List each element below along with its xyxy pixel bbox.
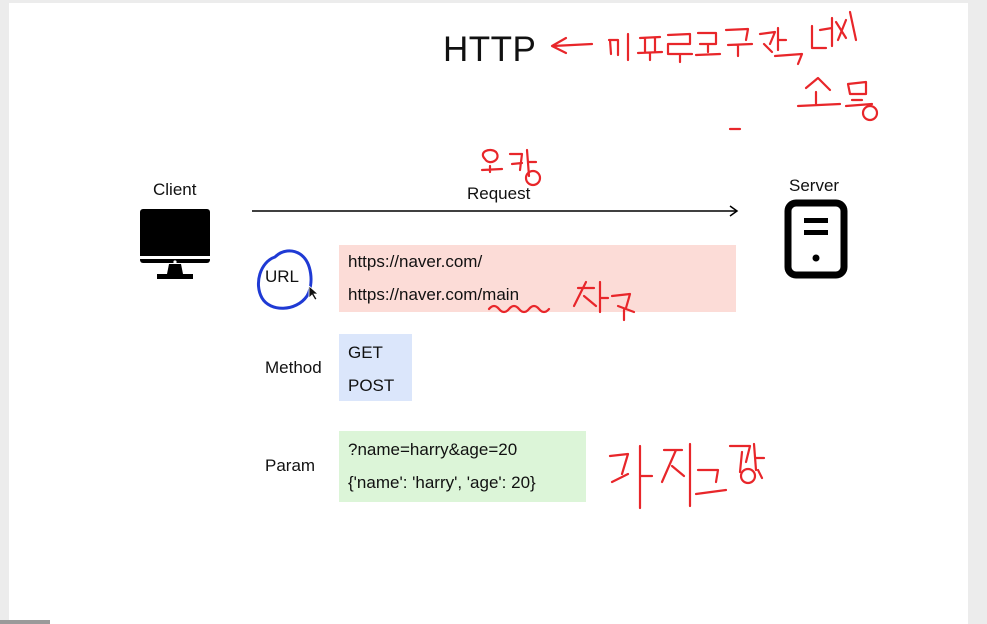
url-value-2: https://naver.com/main — [348, 285, 520, 304]
cursor-icon — [308, 285, 320, 301]
bottom-scrollbar[interactable] — [0, 620, 50, 624]
param-row-label: Param — [265, 456, 316, 475]
method-box: GET POST — [339, 334, 412, 401]
url-value-1: https://naver.com/ — [348, 252, 483, 271]
param-value-1: ?name=harry&age=20 — [348, 440, 518, 459]
url-row-label: URL — [265, 267, 300, 286]
server-icon — [784, 199, 848, 279]
client-label: Client — [153, 180, 197, 199]
method-row-label: Method — [265, 358, 322, 377]
param-box: ?name=harry&age=20 {'name': 'harry', 'ag… — [339, 431, 586, 502]
monitor-icon — [140, 209, 210, 279]
method-value-2: POST — [348, 376, 395, 395]
url-box: https://naver.com/ https://naver.com/mai… — [339, 245, 736, 312]
param-value-2: {'name': 'harry', 'age': 20} — [348, 473, 536, 492]
red-ink-strokes — [480, 10, 879, 510]
method-value-1: GET — [348, 343, 383, 362]
blue-circle-annotation — [257, 249, 313, 310]
server-label: Server — [789, 176, 840, 195]
slide-title: HTTP — [443, 30, 537, 69]
request-label: Request — [467, 184, 531, 203]
request-arrow — [252, 205, 739, 217]
